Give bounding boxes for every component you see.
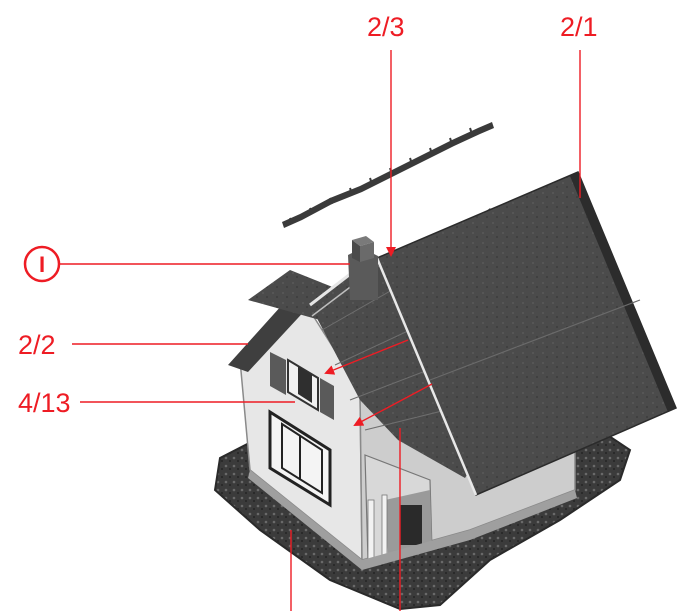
callout-2-2: 2/2 <box>18 330 56 360</box>
ridge-cap-piece <box>282 122 494 228</box>
leader-lines <box>58 50 581 611</box>
callout-4-13: 4/13 <box>18 388 71 418</box>
callout-2-1: 2/1 <box>560 12 598 42</box>
callout-circle <box>23 245 61 283</box>
callout-2-3: 2/3 <box>367 12 405 42</box>
leader-roof-arrow-lower <box>353 383 433 426</box>
lower-window <box>268 409 332 508</box>
leader-roof-arrow-upper <box>324 339 409 375</box>
main-roof-panel <box>375 171 677 496</box>
callout-circle-i: I <box>23 245 61 283</box>
callout-circle-label: I <box>39 252 45 277</box>
upper-window <box>270 352 334 420</box>
chimney <box>348 236 378 300</box>
